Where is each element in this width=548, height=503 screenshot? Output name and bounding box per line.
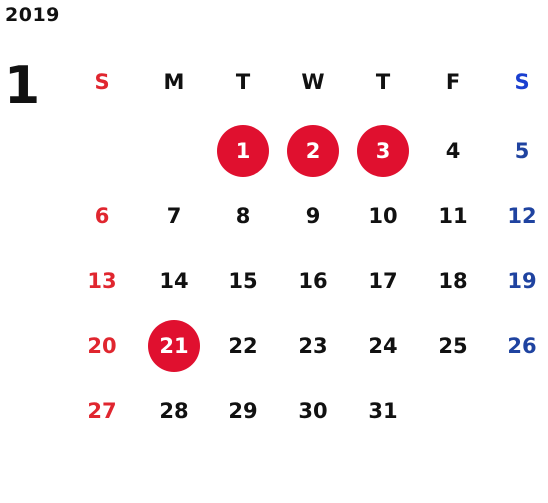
highlight-circle [217,125,269,177]
day-cell: 6 [94,203,110,228]
day-cell: 24 [368,333,398,358]
weekday-header: T [375,69,391,94]
day-cell: 8 [235,203,251,228]
weekday-header: T [235,69,251,94]
day-cell: 14 [159,268,189,293]
day-cell: 1 [235,138,251,163]
day-cell: 5 [514,138,530,163]
month-number: 1 [4,56,41,116]
year-label: 2019 [5,4,60,26]
day-cell: 3 [375,138,391,163]
day-cell: 13 [87,268,117,293]
weekday-header: S [94,69,110,94]
day-cell: 20 [87,333,117,358]
day-cell: 28 [159,398,189,423]
day-cell: 26 [507,333,537,358]
day-cell: 22 [228,333,258,358]
day-cell: 9 [305,203,321,228]
day-cell: 4 [445,138,461,163]
day-cell: 25 [438,333,468,358]
day-cell: 19 [507,268,537,293]
day-cell: 11 [438,203,468,228]
highlight-circle [287,125,339,177]
day-cell: 27 [87,398,117,423]
day-cell: 12 [507,203,537,228]
day-cell: 31 [368,398,398,423]
day-cell: 18 [438,268,468,293]
weekday-header: S [514,69,530,94]
day-cell: 7 [166,203,182,228]
weekday-header: M [163,69,185,94]
day-cell: 29 [228,398,258,423]
day-cell: 21 [159,333,189,358]
weekday-header: F [445,69,461,94]
day-cell: 15 [228,268,258,293]
day-cell: 10 [368,203,398,228]
day-cell: 2 [305,138,321,163]
highlight-circle [148,320,200,372]
day-cell: 16 [298,268,328,293]
day-cell: 23 [298,333,328,358]
weekday-header: W [301,69,325,94]
day-cell: 30 [298,398,328,423]
day-cell: 17 [368,268,398,293]
highlight-circle [357,125,409,177]
